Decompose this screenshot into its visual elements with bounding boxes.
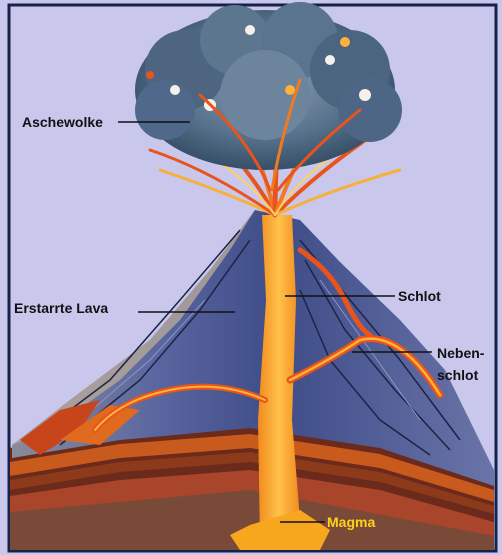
label-main-vent: Schlot: [398, 288, 441, 304]
label-magma: Magma: [327, 514, 375, 530]
label-ash-cloud: Aschewolke: [22, 114, 103, 130]
label-side-vent-line2: schlot: [437, 367, 479, 383]
label-solidified-lava: Erstarrte Lava: [14, 300, 108, 316]
label-side-vent-line1: Neben-: [437, 345, 485, 361]
